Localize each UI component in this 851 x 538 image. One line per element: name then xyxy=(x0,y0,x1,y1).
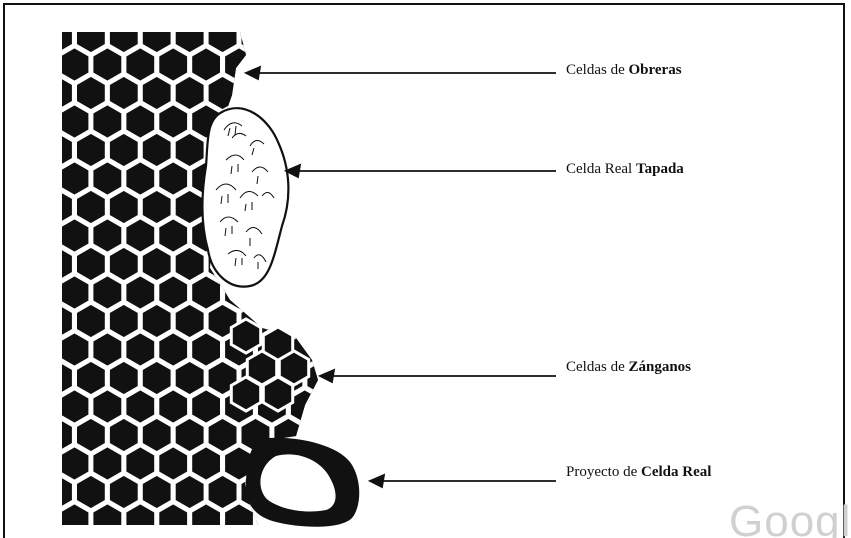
comb-cell xyxy=(273,18,304,54)
comb-cell xyxy=(92,503,123,538)
arrowhead-queen-cell-cup xyxy=(370,475,384,487)
arrowhead-worker-cells xyxy=(246,67,260,79)
comb-cell xyxy=(59,503,90,538)
comb-cell xyxy=(289,47,320,83)
comb-cell xyxy=(125,503,156,538)
arrowhead-drone-cells xyxy=(320,370,334,382)
label-capped-queen-cell-plain: Celda Real xyxy=(566,161,636,177)
comb-cell xyxy=(306,132,337,168)
drone-cell xyxy=(231,377,260,411)
comb-cell xyxy=(273,246,304,282)
queen-cell-cup xyxy=(246,438,360,527)
capped-queen-cell xyxy=(203,108,289,286)
comb-cell xyxy=(306,303,337,339)
label-drone-cells-bold: Zánganos xyxy=(628,359,691,375)
label-drone-cells: Celdas de Zánganos xyxy=(566,358,691,376)
label-capped-queen-cell: Celda Real Tapada xyxy=(566,160,684,178)
label-queen-cell-cup-bold: Celda Real xyxy=(641,464,711,480)
label-queen-cell-cup: Proyecto de Celda Real xyxy=(566,463,711,481)
label-drone-cells-plain: Celdas de xyxy=(566,359,628,375)
comb-cell xyxy=(289,104,320,140)
comb-cell xyxy=(224,503,255,538)
comb-cell xyxy=(306,246,337,282)
label-worker-cells-bold: Obreras xyxy=(628,62,681,78)
google-watermark: Google xyxy=(729,500,851,538)
comb-cell xyxy=(289,218,320,254)
label-worker-cells-plain: Celdas de xyxy=(566,62,628,78)
comb-cell xyxy=(289,161,320,197)
comb-cell xyxy=(273,75,304,111)
comb-cell xyxy=(240,75,271,111)
comb-cell xyxy=(158,503,189,538)
drone-cell xyxy=(263,377,292,411)
drone-cell xyxy=(231,319,260,353)
comb-cell xyxy=(257,47,288,83)
label-capped-queen-cell-bold: Tapada xyxy=(636,161,684,177)
comb-cell xyxy=(191,503,222,538)
comb-cell xyxy=(306,189,337,225)
comb-cell xyxy=(306,75,337,111)
label-queen-cell-cup-plain: Proyecto de xyxy=(566,464,641,480)
comb-cell xyxy=(306,18,337,54)
comb-cell xyxy=(289,275,320,311)
label-worker-cells: Celdas de Obreras xyxy=(566,61,682,79)
comb-cell xyxy=(240,18,271,54)
